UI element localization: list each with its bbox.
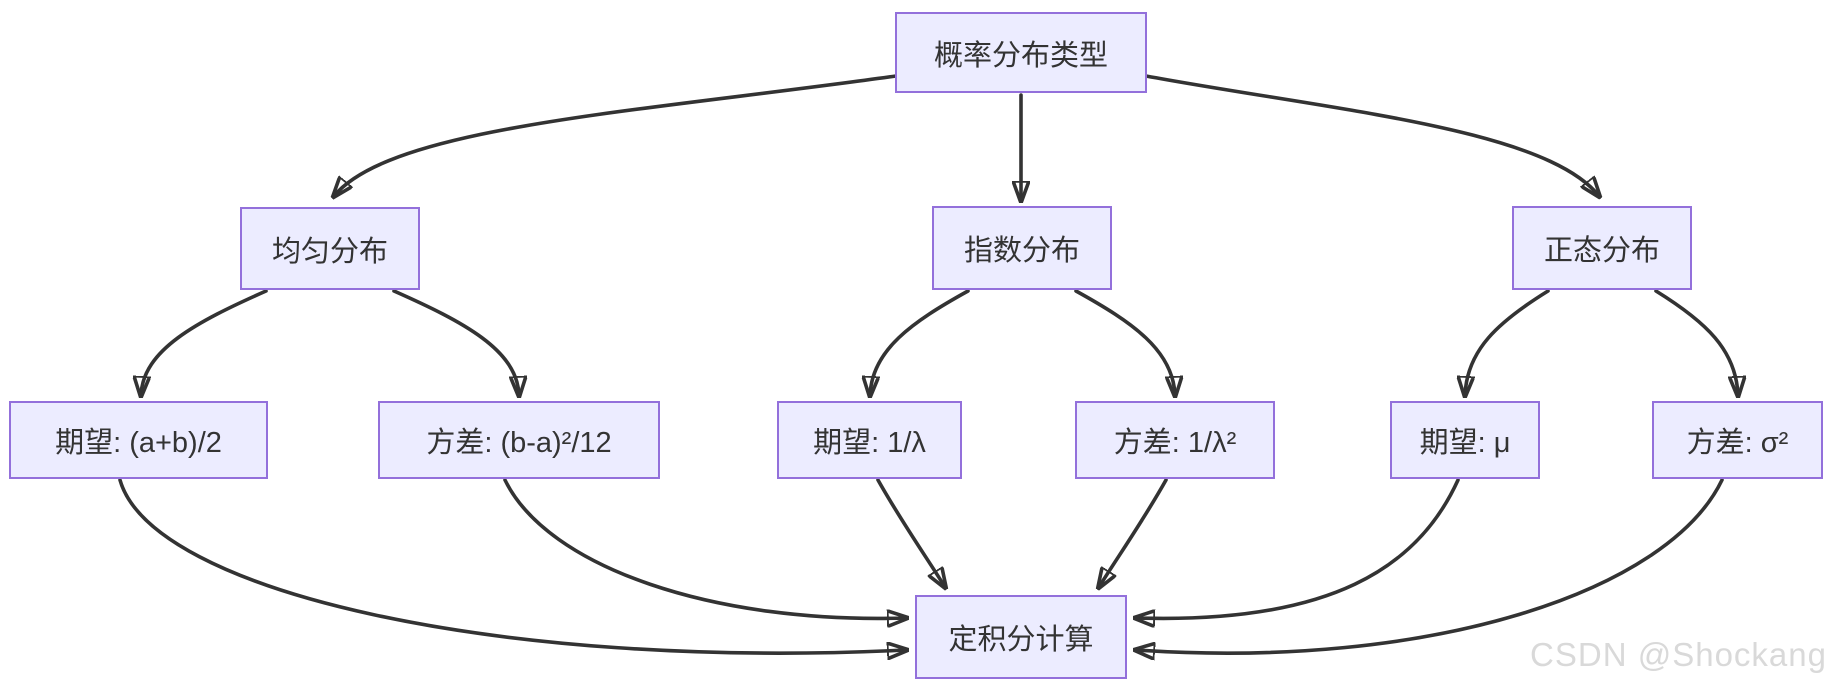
edge-normal-var: [1654, 289, 1738, 395]
node-exponential-distribution: 指数分布: [932, 206, 1112, 290]
node-uniform-distribution: 均匀分布: [240, 207, 420, 290]
edge-exp-mean-integral: [876, 478, 945, 587]
node-exponential-mean: 期望: 1/λ: [777, 401, 962, 479]
edge-uniform-mean-integral: [118, 478, 906, 653]
edge-normal-var-integral: [1136, 478, 1724, 653]
node-probability-distribution-types: 概率分布类型: [895, 12, 1147, 93]
edge-root-uniform: [334, 74, 898, 196]
edge-uniform-var: [392, 289, 519, 395]
node-uniform-variance: 方差: (b-a)²/12: [378, 401, 660, 479]
node-normal-variance: 方差: σ²: [1652, 401, 1823, 479]
node-normal-distribution: 正态分布: [1512, 206, 1692, 290]
watermark: CSDN @Shockang: [1530, 636, 1827, 673]
node-definite-integral: 定积分计算: [915, 595, 1127, 679]
edge-uniform-mean: [141, 289, 268, 395]
edge-uniform-var-integral: [503, 478, 906, 618]
edge-exp-var-integral: [1099, 478, 1168, 587]
node-exponential-variance: 方差: 1/λ²: [1075, 401, 1275, 479]
edge-exponential-mean: [870, 289, 970, 395]
edge-normal-mean-integral: [1136, 478, 1460, 618]
edge-normal-mean: [1465, 289, 1550, 395]
edge-root-normal: [1144, 74, 1599, 196]
edge-exponential-var: [1074, 289, 1175, 395]
node-uniform-mean: 期望: (a+b)/2: [9, 401, 268, 479]
node-normal-mean: 期望: μ: [1390, 401, 1540, 479]
